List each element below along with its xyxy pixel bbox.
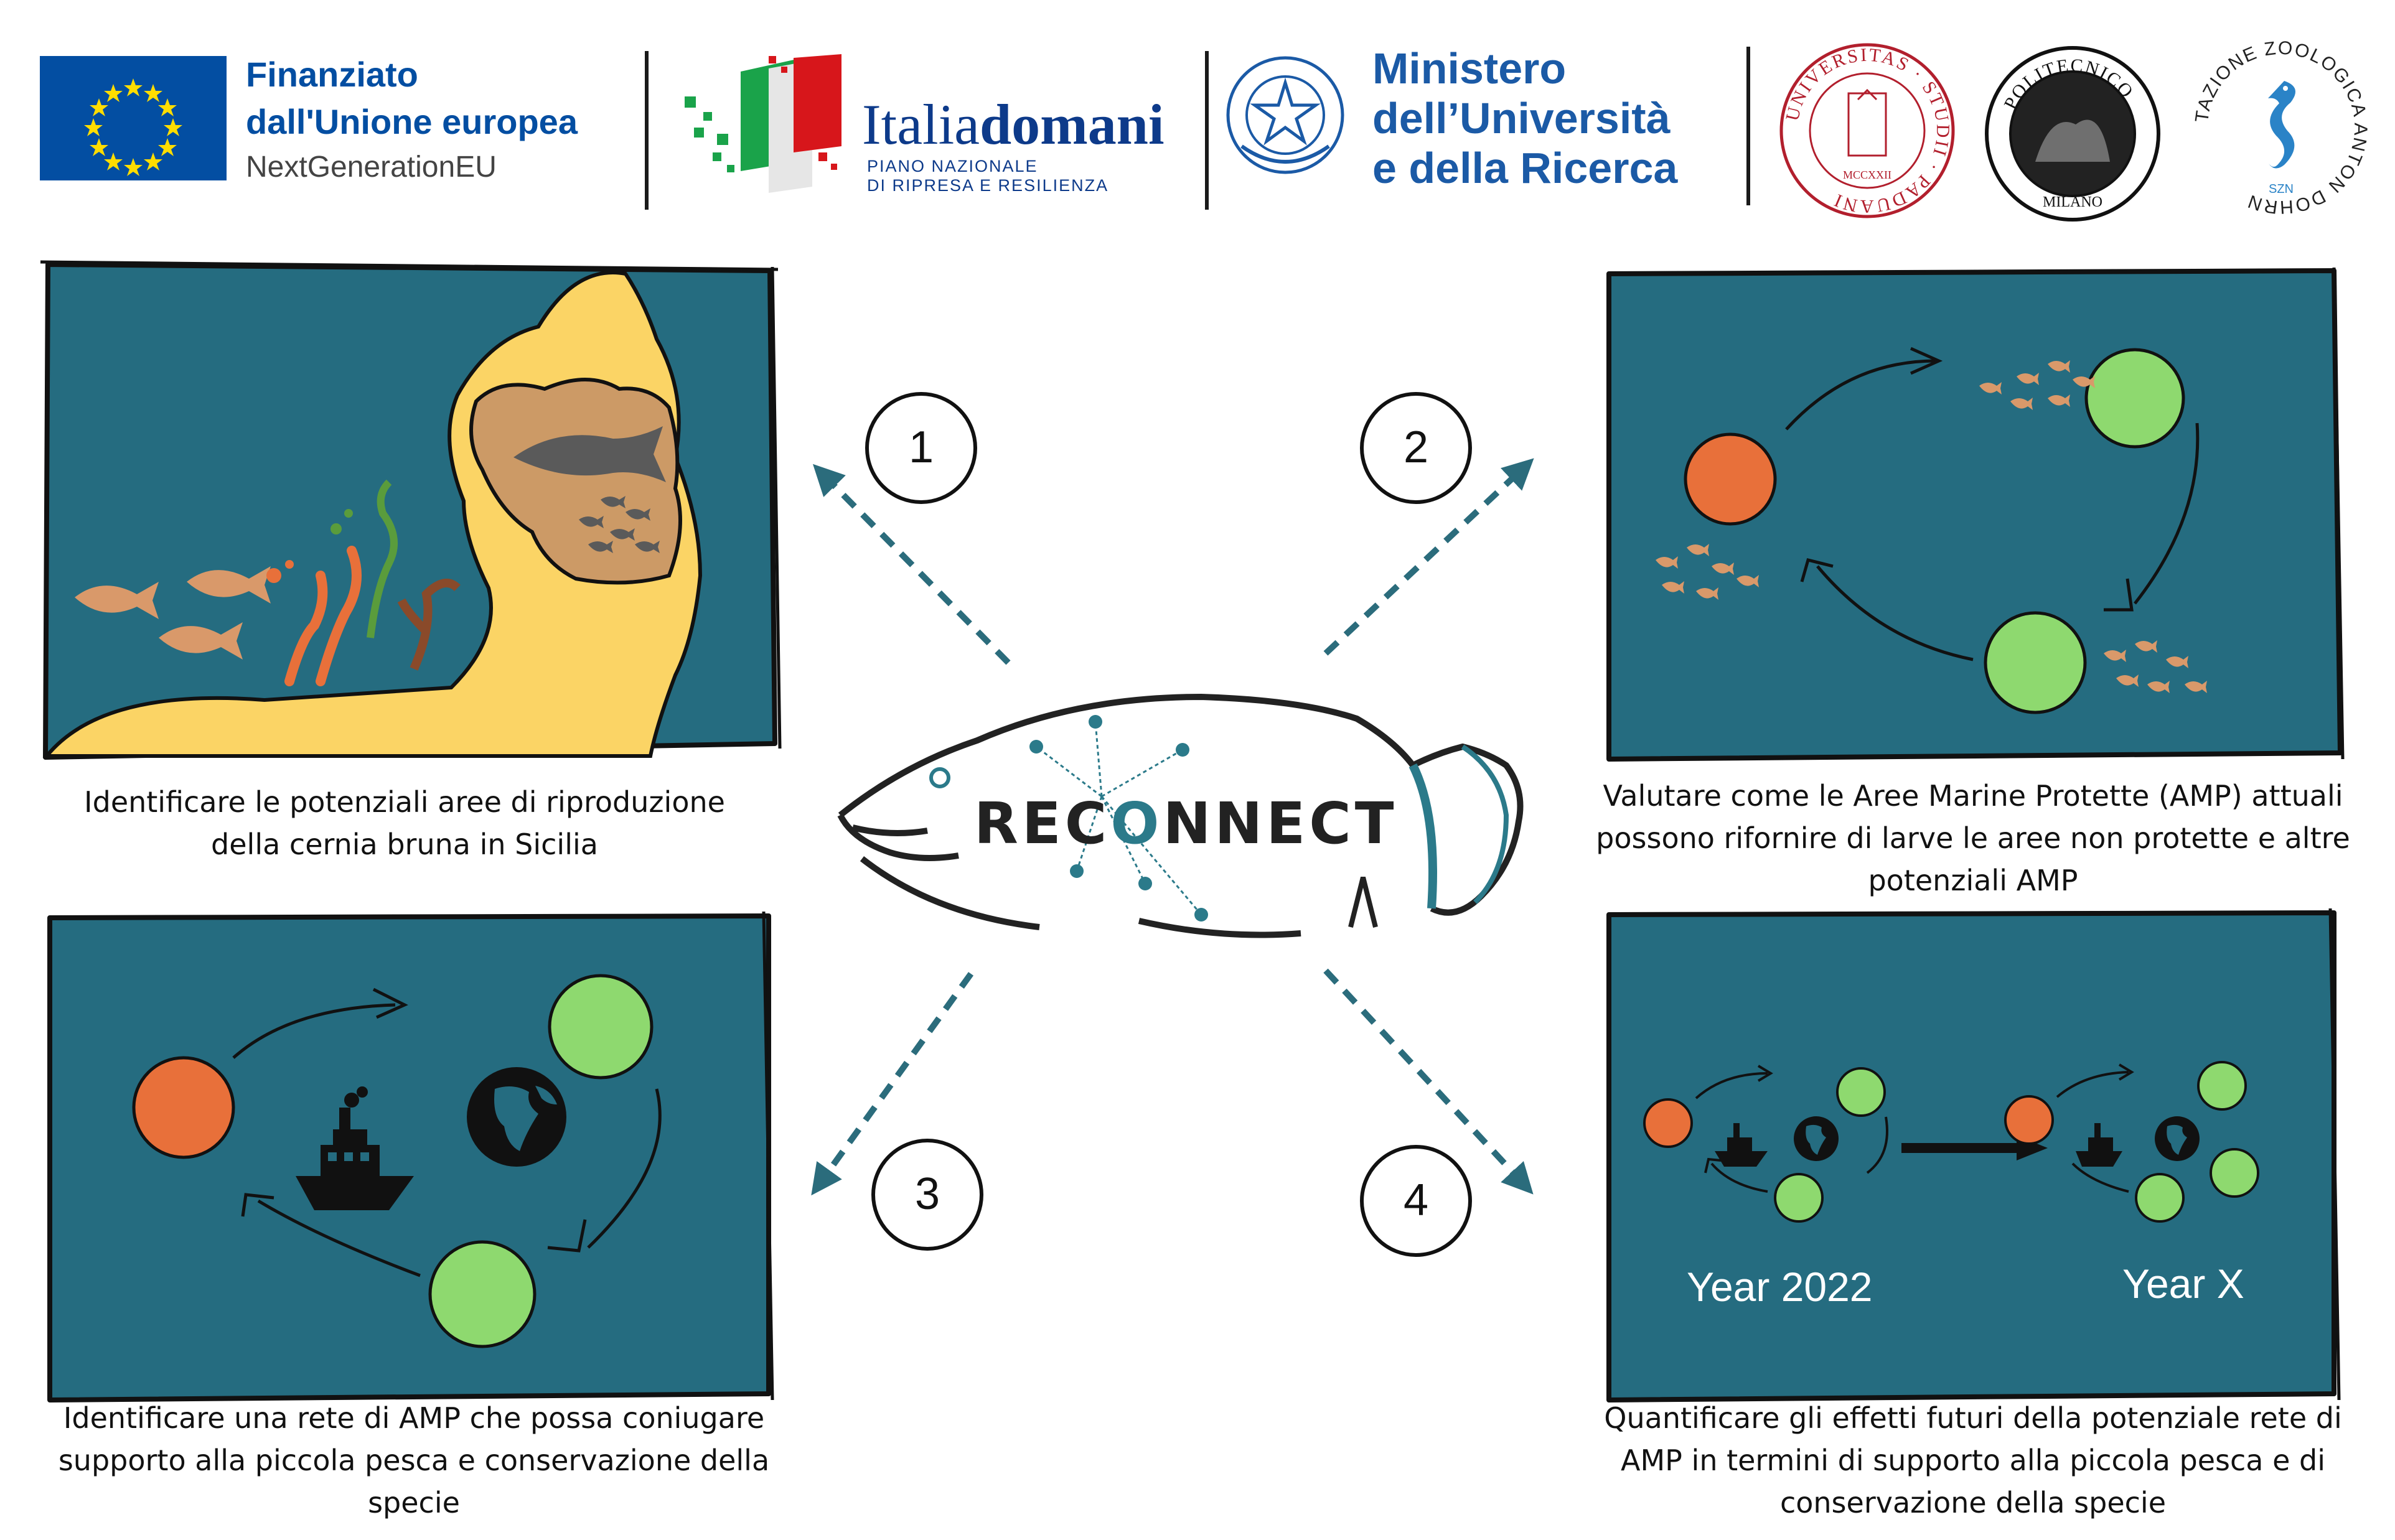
year-2022-label: Year 2022 bbox=[1687, 1264, 1873, 1310]
padova-year: MCCXXII bbox=[1843, 169, 1891, 181]
caption-1-line-2: della cernia bruna in Sicilia bbox=[211, 828, 598, 861]
arrow-to-step-4 bbox=[1323, 968, 1534, 1195]
eu-line-3: NextGenerationEU bbox=[246, 151, 497, 184]
reconnect-text-o: O bbox=[1110, 790, 1163, 857]
year-x-label: Year X bbox=[2122, 1261, 2244, 1307]
caption-1-line-1: Identificare le potenziali aree di ripro… bbox=[84, 785, 725, 819]
step-number-2: 2 bbox=[1360, 392, 1472, 504]
italiadomani-word-light: Italia bbox=[862, 93, 980, 156]
polimi-bottom-text: MILANO bbox=[2043, 194, 2102, 210]
header-divider bbox=[645, 51, 649, 210]
arrow-to-step-3 bbox=[811, 972, 974, 1196]
italiadomani-flag-icon bbox=[678, 53, 859, 198]
italiadomani-word-bold: domani bbox=[980, 93, 1165, 156]
eu-funding-label: Finanziato dall'Unione europea NextGener… bbox=[246, 51, 578, 189]
caption-step-4: Quantificare gli effetti futuri della po… bbox=[1581, 1397, 2365, 1524]
eu-line-2: dall'Unione europea bbox=[246, 102, 578, 141]
italian-republic-emblem-icon bbox=[1223, 53, 1347, 180]
reconnect-text-b: NNECT bbox=[1163, 790, 1398, 857]
caption-step-2: Valutare come le Aree Marine Protette (A… bbox=[1581, 775, 2365, 902]
reconnect-logo bbox=[815, 672, 1550, 948]
reconnect-text-a: REC bbox=[974, 790, 1111, 857]
eu-flag-logo bbox=[40, 56, 227, 180]
caption-2-line-2: possono rifornire di larve le aree non p… bbox=[1596, 821, 2350, 855]
italiadomani-subtitle: PIANO NAZIONALE DI RIPRESA E RESILIENZA bbox=[867, 157, 1141, 195]
stazione-zoologica-logo: STAZIONE ZOOLOGICA ANTON DOHRN SZN bbox=[2184, 21, 2371, 220]
globe-icon bbox=[467, 1067, 566, 1167]
university-padova-seal-logo: UNIVERSITAS · STUDII · PADUANI MCCXXII bbox=[1777, 40, 1957, 223]
header-divider bbox=[1746, 47, 1750, 205]
ministry-line-1: Ministero bbox=[1372, 44, 1567, 93]
caption-3-line-2: supporto alla piccola pesca e conservazi… bbox=[58, 1444, 770, 1477]
step-number-3: 3 bbox=[871, 1139, 983, 1251]
caption-4-line-1: Quantificare gli effetti futuri della po… bbox=[1604, 1401, 2342, 1435]
italiadomani-sub-2: DI RIPRESA E RESILIENZA bbox=[867, 176, 1109, 195]
step-number-4: 4 bbox=[1360, 1145, 1472, 1257]
header-divider bbox=[1205, 51, 1209, 210]
caption-step-1: Identificare le potenziali aree di ripro… bbox=[37, 781, 772, 866]
politecnico-milano-seal-logo: POLITECNICO MILANO bbox=[1982, 44, 2163, 226]
larvae-groups bbox=[1656, 360, 2207, 693]
scenario-2022-network bbox=[1643, 1065, 1888, 1223]
caption-4-line-3: conservazione della specie bbox=[1779, 1486, 2167, 1519]
italiadomani-sub-1: PIANO NAZIONALE bbox=[867, 157, 1038, 175]
caption-3-line-1: Identificare una rete di AMP che possa c… bbox=[63, 1401, 765, 1435]
step-number-1: 1 bbox=[865, 392, 977, 504]
caption-2-line-1: Valutare come le Aree Marine Protette (A… bbox=[1603, 779, 2343, 813]
caption-2-line-3: potenziali AMP bbox=[1868, 864, 2078, 897]
italiadomani-wordmark: Italiadomani bbox=[862, 93, 1165, 156]
scenario-x-network bbox=[2004, 1061, 2259, 1223]
caption-3-line-3: specie bbox=[368, 1486, 460, 1519]
ministry-line-2: dell’Università bbox=[1372, 94, 1671, 142]
ministry-label: Ministero dell’Università e della Ricerc… bbox=[1372, 44, 1677, 193]
szn-abbr: SZN bbox=[2269, 182, 2294, 196]
eu-stars-icon bbox=[84, 78, 182, 176]
arrow-to-step-2 bbox=[1323, 458, 1534, 656]
caption-4-line-2: AMP in termini di supporto alla piccola … bbox=[1621, 1444, 2325, 1477]
ministry-line-3: e della Ricerca bbox=[1372, 144, 1678, 192]
caption-step-3: Identificare una rete di AMP che possa c… bbox=[31, 1397, 797, 1524]
reconnect-wordmark: RECONNECT bbox=[974, 790, 1398, 857]
eu-line-1: Finanziato bbox=[246, 55, 418, 94]
arrow-to-step-1 bbox=[812, 464, 1011, 665]
